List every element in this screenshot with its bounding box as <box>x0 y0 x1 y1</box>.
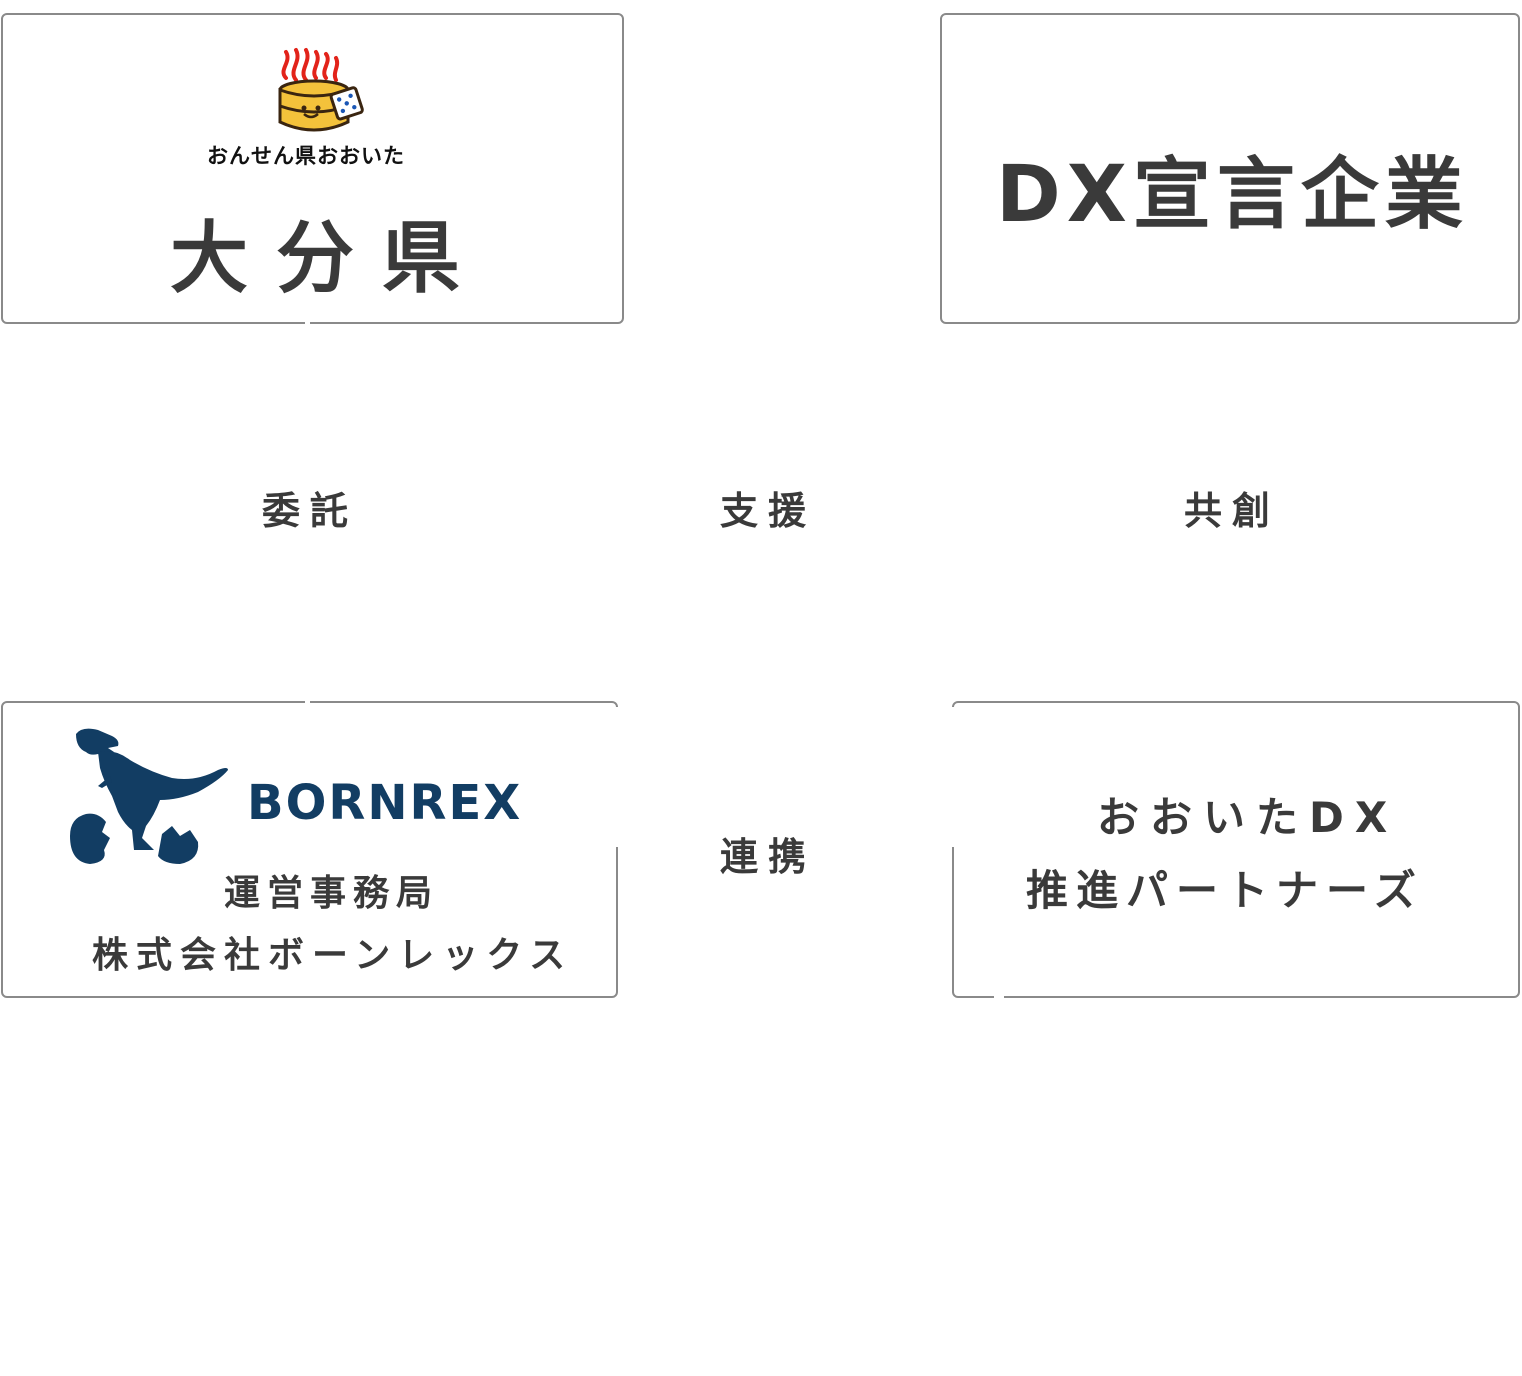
dx-partners-title-line2: 推進パートナーズ <box>1026 866 1424 915</box>
dx-declaration-title: DX宣言企業 <box>996 150 1469 240</box>
relation-cocreate-label: 共創 <box>1184 489 1281 533</box>
dx-declaration-card <box>940 13 1520 324</box>
oita-tagline: おんせん県おおいた <box>207 144 405 168</box>
onsen-mascot-icon <box>278 48 364 132</box>
connector-gap <box>305 318 310 326</box>
secretariat-company-name: 株式会社ボーンレックス <box>92 935 574 976</box>
tyrannosaurus-egg-icon <box>70 728 228 864</box>
connector-gap <box>994 993 1004 1001</box>
connector-gap <box>613 707 621 847</box>
dx-partners-title-line1: おおいたDX <box>1097 793 1399 842</box>
relation-support-label: 支援 <box>720 489 817 533</box>
steam-wave <box>281 48 340 82</box>
secretariat-title: 運営事務局 <box>224 873 440 914</box>
connector-gap <box>948 707 956 847</box>
dx-partners-card <box>952 701 1520 998</box>
oita-prefecture-card <box>1 13 624 324</box>
relation-collaborate-label: 連携 <box>720 835 817 879</box>
oita-prefecture-name: 大分県 <box>170 214 489 304</box>
connector-gap <box>305 697 310 705</box>
relation-entrust-label: 委託 <box>262 489 359 533</box>
bornrex-wordmark: BORNREX <box>247 775 523 831</box>
